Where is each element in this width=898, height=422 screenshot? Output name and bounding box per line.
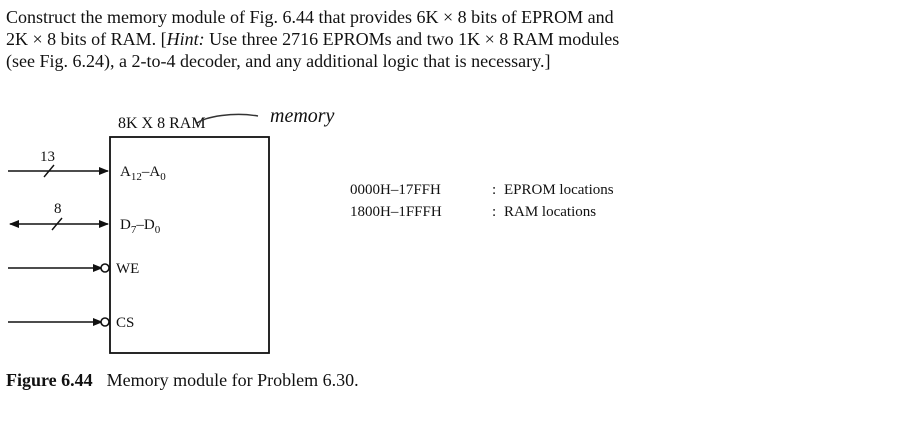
problem-line-2-start: 2K × 8 bits of RAM. [ [6,29,167,49]
module-title: 8K X 8 RAM [118,115,206,132]
address-pin-label: A12–A0 [120,164,166,183]
data-pin-sub-hi: 7 [131,224,137,236]
address-pin-prefix: A [120,164,131,180]
address-bus-width: 13 [40,149,55,165]
data-pin-prefix: D [120,217,131,233]
problem-line-1: Construct the memory module of Fig. 6.44… [6,7,614,27]
chip-select-label: CS [116,315,134,331]
memory-map-separator-1: : [492,182,496,198]
address-pin-sub-lo: 0 [160,171,166,183]
figure-label: Figure 6.44 [6,370,93,390]
problem-line-2-end: Use three 2716 EPROMs and two 1K × 8 RAM… [204,29,620,49]
data-pin-label: D7–D0 [120,217,161,236]
write-enable-bubble [100,263,110,273]
hint-label: Hint: [166,29,205,49]
problem-statement: Construct the memory module of Fig. 6.44… [6,6,892,72]
data-bus-width: 8 [54,201,62,217]
memory-module-box [109,136,270,354]
memory-map-range-1: 0000H–17FFH [350,182,441,198]
data-pin-sub-lo: 0 [155,224,161,236]
address-pin-sub-hi: 12 [131,171,142,183]
address-bus-slash [43,164,55,178]
chip-select-bubble [100,317,110,327]
figure-caption: Figure 6.44 Memory module for Problem 6.3… [6,370,359,391]
handwritten-scribble [195,113,259,125]
data-bus-slash [51,217,63,231]
memory-map-separator-2: : [492,204,496,220]
memory-map-range-2: 1800H–1FFFH [350,204,442,220]
write-enable-label: WE [116,261,139,277]
memory-map-desc-2: RAM locations [504,204,596,220]
problem-line-3: (see Fig. 6.24), a 2-to-4 decoder, and a… [6,51,551,71]
figure-caption-text: Memory module for Problem 6.30. [106,370,359,390]
handwritten-note: memory [270,105,335,127]
data-pin-mid: –D [135,217,155,233]
memory-map-desc-1: EPROM locations [504,182,614,198]
address-pin-mid: –A [141,164,161,180]
problem-line-2: 2K × 8 bits of RAM. [Hint: Use three 271… [6,28,892,50]
